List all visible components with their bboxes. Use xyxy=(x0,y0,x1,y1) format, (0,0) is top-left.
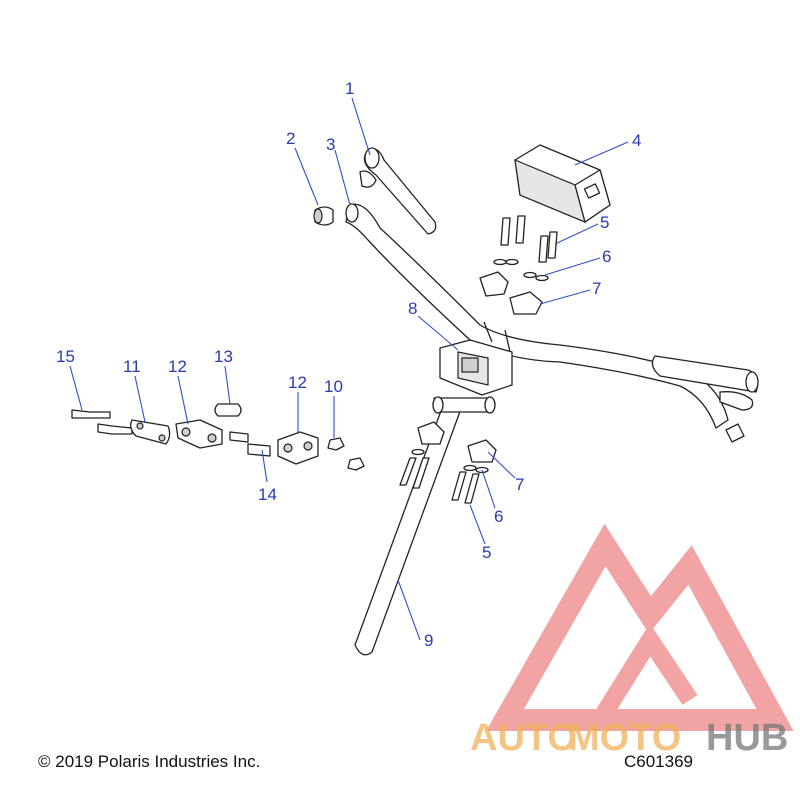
callout-2: 2 xyxy=(286,129,295,148)
part-5-bolts-upper xyxy=(500,215,558,263)
part-11-link-plate xyxy=(130,419,171,445)
part-3-handlebar xyxy=(345,203,729,429)
part-2-bar-end-plug xyxy=(313,206,334,226)
callout-7-lower: 7 xyxy=(515,475,524,494)
part-7-clamps-lower xyxy=(417,421,497,463)
wordmark-moto: MOTO xyxy=(568,717,681,759)
part-6-washers-lower xyxy=(411,448,489,474)
callout-6-lower: 6 xyxy=(494,507,503,526)
callout-3: 3 xyxy=(326,135,335,154)
callout-6-upper: 6 xyxy=(602,247,611,266)
part-13-spacer xyxy=(214,403,242,417)
callout-1: 1 xyxy=(345,79,354,98)
wordmark-auto: AUTO xyxy=(470,717,577,759)
callout-13: 13 xyxy=(214,347,233,366)
part-2-bar-end-plug-right xyxy=(725,423,745,443)
callout-12-left: 12 xyxy=(168,357,187,376)
callout-5-upper: 5 xyxy=(600,213,609,232)
callout-7-upper: 7 xyxy=(592,279,601,298)
part-8-clamp-block xyxy=(439,339,513,396)
part-7-clamps-upper xyxy=(479,271,543,315)
part-12-clamp-right xyxy=(277,431,319,465)
callout-14: 14 xyxy=(258,485,277,504)
wordmark-hub: HUB xyxy=(706,717,788,759)
part-6-washers-upper xyxy=(493,258,549,282)
callout-11: 11 xyxy=(123,357,141,376)
copyright-notice: © 2019 Polaris Industries Inc. xyxy=(38,752,261,771)
part-15-bolts xyxy=(71,409,133,435)
callouts: 1 2 3 4 5 6 7 8 9 10 11 12 13 12 14 15 7… xyxy=(56,79,641,650)
automotohub-logo xyxy=(486,523,794,731)
part-5-bolts-lower xyxy=(399,457,480,504)
part-4-bar-pad xyxy=(514,144,611,224)
callout-10: 10 xyxy=(324,377,343,396)
diagram-code: C601369 xyxy=(624,752,694,771)
callout-9: 9 xyxy=(424,631,433,650)
callout-5-lower: 5 xyxy=(482,543,491,562)
part-12-clamp-left xyxy=(175,419,223,449)
part-9-column-tube xyxy=(354,396,496,656)
part-10-nuts xyxy=(327,437,365,471)
part-14-bushings xyxy=(229,431,271,457)
leader-lines xyxy=(69,97,629,641)
automotohub-wordmark: AUTO MOTO HUB xyxy=(470,717,788,759)
callout-15: 15 xyxy=(56,347,75,366)
callout-8: 8 xyxy=(408,299,417,318)
part-1-grip-left xyxy=(359,147,437,235)
callout-4: 4 xyxy=(632,131,641,150)
part-1-grip-right xyxy=(651,355,759,411)
callout-12-right: 12 xyxy=(288,373,307,392)
